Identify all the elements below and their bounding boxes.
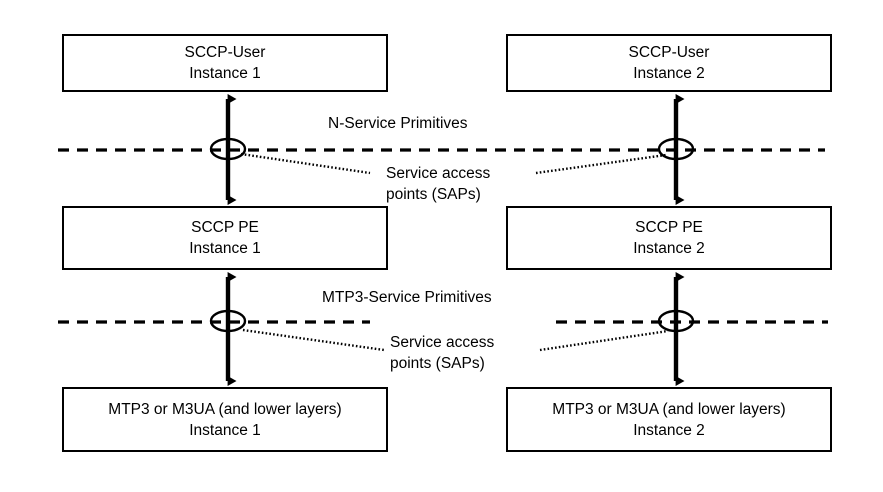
label-n-service-primitives: N-Service Primitives [328,115,468,132]
box-sccp-user-1-line2: Instance 1 [189,65,261,82]
box-sccp-user-2: SCCP-User Instance 2 [506,34,832,92]
box-mtp3-2-line2: Instance 2 [633,421,705,439]
label-sap-upper-line1: Service access [386,165,491,182]
box-mtp3-1-line1: MTP3 or M3UA (and lower layers) [108,400,342,418]
sap-leader-upper-right [535,153,667,175]
box-sccp-pe-1: SCCP PE Instance 1 [62,206,388,270]
sap-ellipse-lower-right [657,309,695,333]
box-sccp-pe-2-line1: SCCP PE [635,219,703,236]
box-sccp-user-1: SCCP-User Instance 1 [62,34,388,92]
box-mtp3-1: MTP3 or M3UA (and lower layers) Instance… [62,387,388,452]
label-sap-upper: Service access points (SAPs) [386,163,490,205]
sap-ellipse-upper-left [209,137,247,161]
label-mtp3-service-primitives: MTP3-Service Primitives [322,289,492,306]
box-sccp-pe-1-line1: SCCP PE [191,219,259,236]
box-mtp3-2-line1: MTP3 or M3UA (and lower layers) [552,400,786,418]
label-sap-lower: Service access points (SAPs) [390,332,494,374]
box-mtp3-1-line2: Instance 1 [189,421,261,439]
box-sccp-user-2-line2: Instance 2 [633,65,705,82]
sap-leader-lower-left [242,328,385,352]
sap-ellipse-lower-left [209,309,247,333]
sap-leader-lower-right [539,329,669,352]
box-sccp-pe-2-line2: Instance 2 [633,240,705,257]
sap-leader-upper-left [240,152,371,175]
box-mtp3-2: MTP3 or M3UA (and lower layers) Instance… [506,387,832,452]
label-sap-lower-line2: points (SAPs) [390,355,485,372]
label-sap-upper-line2: points (SAPs) [386,186,481,203]
box-sccp-user-2-line1: SCCP-User [628,44,710,61]
box-sccp-pe-1-line2: Instance 1 [189,240,261,257]
box-sccp-user-1-line1: SCCP-User [184,44,266,61]
box-sccp-pe-2: SCCP PE Instance 2 [506,206,832,270]
label-sap-lower-line1: Service access [390,334,495,351]
sap-ellipse-upper-right [657,137,695,161]
